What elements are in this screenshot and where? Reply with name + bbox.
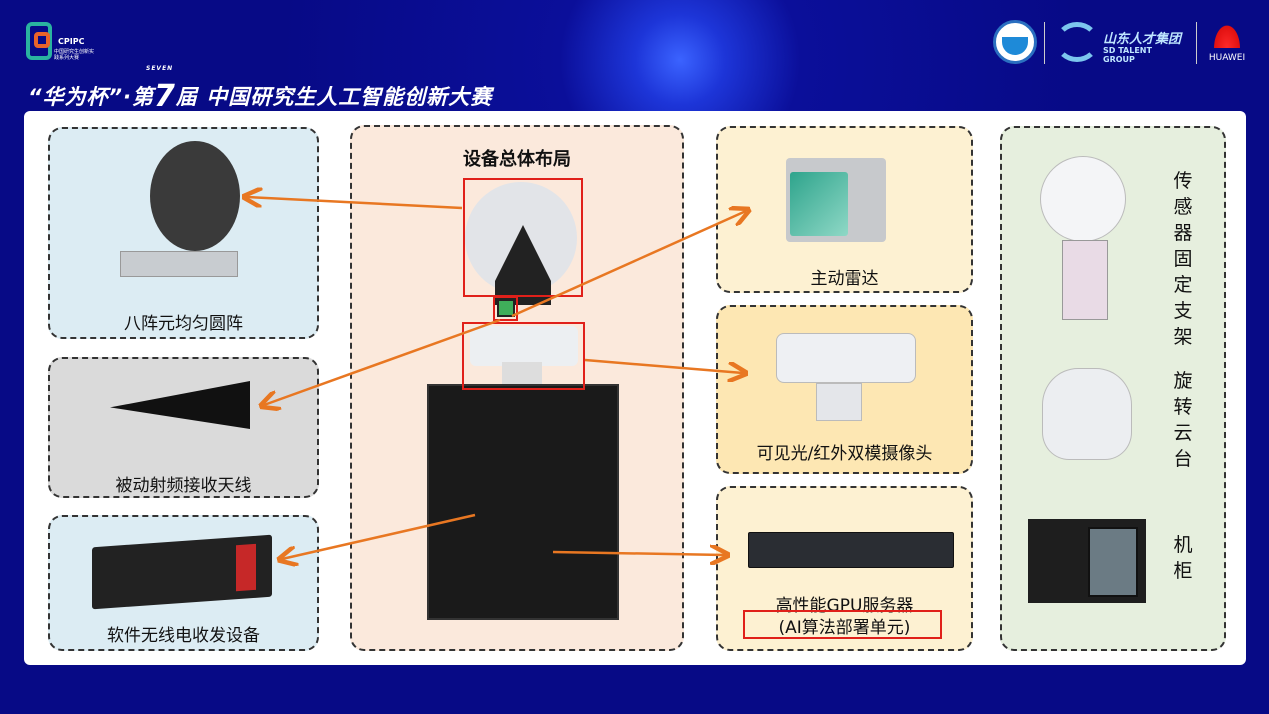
title-numeral: 7 [154, 79, 176, 114]
device-gimbal-image [502, 362, 542, 386]
device-cabinet-image [427, 384, 619, 620]
page-title: “华为杯”·第7 SEVEN 届 中国研究生人工智能创新大赛 [28, 65, 493, 114]
ouc-logo: 1924 [993, 20, 1037, 64]
panel-sdr: 软件无线电收发设备 [48, 515, 319, 651]
ouc-year: 1924 [1008, 31, 1022, 37]
device-camera-image [470, 326, 578, 366]
cpipc-logo: CPIPC 中国研究生创新实践系列大赛 [24, 22, 94, 64]
divider [1196, 22, 1197, 64]
panel-lidar: 主动雷达 [716, 126, 973, 293]
highlight-lidar [493, 296, 518, 321]
server-image [748, 532, 954, 568]
divider [1044, 22, 1045, 64]
panel-camera: 可见光/红外双模摄像头 [716, 305, 973, 474]
panel-server: 高性能GPU服务器 (AI算法部署单元) [716, 486, 973, 651]
panel-antenna: 被动射频接收天线 [48, 357, 319, 498]
circular-array-label: 八阵元均匀圆阵 [124, 314, 243, 334]
arrow-to-server [552, 552, 725, 555]
lidar-label: 主动雷达 [810, 269, 879, 289]
cabinet-label: 机柜 [1173, 534, 1193, 582]
antenna-label: 被动射频接收天线 [115, 476, 252, 496]
sd-talent-cn: 山东人才集团 [1103, 32, 1182, 47]
arrow-to-array [247, 197, 463, 210]
arrow-to-lidar [511, 211, 746, 318]
cpipc-subtext: 中国研究生创新实践系列大赛 [54, 49, 95, 61]
panel-circular-array: 八阵元均匀圆阵 [48, 127, 319, 339]
lidar-image [786, 158, 886, 242]
title-prefix: “华为杯”·第 [28, 85, 155, 109]
cabinet-image [1028, 519, 1146, 603]
gimbal-label: 旋转云台 [1173, 370, 1193, 470]
arrow-to-camera [584, 358, 743, 373]
circular-array-image [120, 139, 240, 279]
camera-label: 可见光/红外双模摄像头 [756, 444, 933, 464]
bracket-image [1040, 156, 1130, 326]
sdr-label: 软件无线电收发设备 [107, 626, 260, 646]
sd-talent-en: SD TALENT GROUP [1103, 46, 1152, 64]
cpipc-text: CPIPC [58, 37, 85, 46]
overall-layout-title: 设备总体布局 [463, 149, 571, 170]
highlight-camera [462, 322, 585, 390]
camera-image [776, 327, 916, 423]
server-sublabel: (AI算法部署单元) [778, 618, 911, 638]
arrow-to-sdr [282, 513, 476, 559]
bracket-label: 传感器固定支架 [1173, 170, 1193, 348]
device-lidar-image [497, 299, 515, 317]
title-suffix: 届 中国研究生人工智能创新大赛 [175, 85, 493, 109]
sd-talent-logo: 山东人才集团 SD TALENT GROUP [1055, 20, 1185, 64]
arrow-to-antenna [264, 318, 501, 405]
highlight-array [463, 178, 583, 297]
highlight-ai-unit [743, 610, 942, 639]
huawei-text: HUAWEI [1208, 53, 1246, 63]
huawei-logo: HUAWEI [1202, 20, 1252, 64]
seven-label: SEVEN [146, 65, 174, 72]
gimbal-image [1042, 368, 1132, 460]
